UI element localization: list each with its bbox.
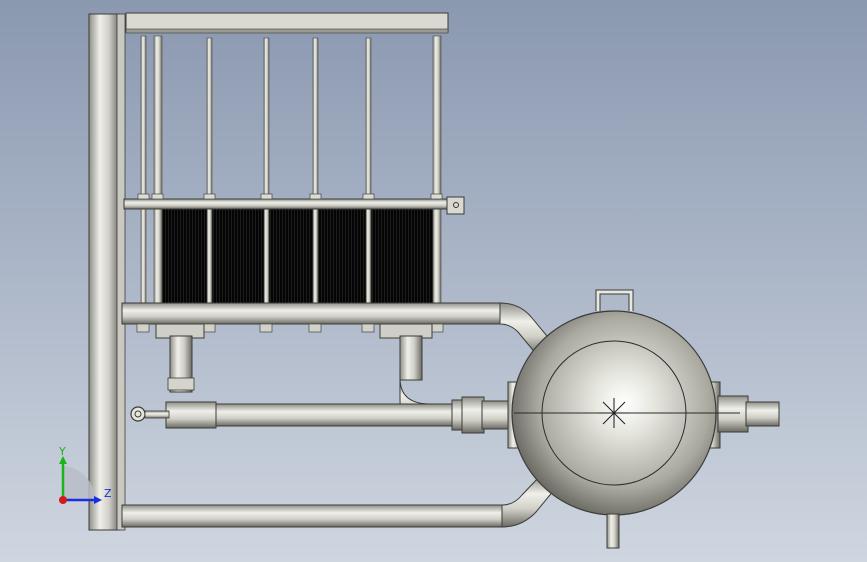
frame-post xyxy=(88,13,126,531)
upper-header-pipe xyxy=(121,302,553,356)
lower-return-pipe xyxy=(121,475,555,528)
star-marker-icon xyxy=(598,398,630,428)
bottom-drain-nozzle xyxy=(606,513,620,549)
left-downcomer xyxy=(167,335,195,393)
lifting-lug xyxy=(595,289,634,311)
gauge-fitting xyxy=(130,406,170,422)
guide-bar xyxy=(123,193,465,215)
nozzle-flanges xyxy=(155,323,433,339)
orientation-triad: Y Z xyxy=(58,445,112,504)
top-plate xyxy=(125,12,449,34)
origin-dot xyxy=(59,496,67,504)
middle-return-pipe xyxy=(165,396,517,434)
spherical-separator xyxy=(511,310,740,516)
z-axis-label: Z xyxy=(104,487,112,500)
rod-nuts xyxy=(136,323,444,333)
y-axis-arrow-icon xyxy=(59,456,67,464)
plate-pack-core xyxy=(159,207,436,305)
y-axis-label: Y xyxy=(58,445,66,458)
z-axis-arrow-icon xyxy=(94,496,102,504)
